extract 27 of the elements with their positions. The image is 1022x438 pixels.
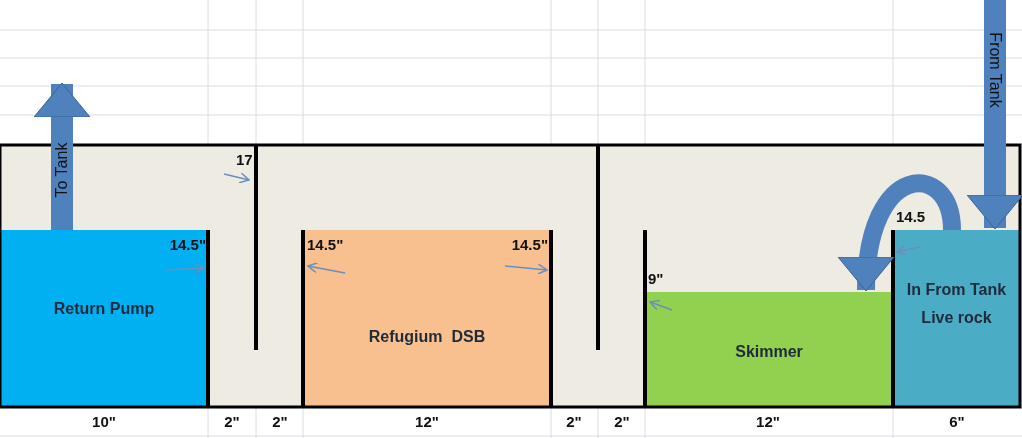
flow-arrow	[33, 82, 91, 230]
width-label: 2"	[224, 413, 240, 430]
width-label: 6"	[949, 413, 965, 430]
width-label: 10"	[92, 413, 116, 430]
flow-arrow	[966, 0, 1022, 230]
measurement-label: 14.5"	[511, 236, 548, 253]
measurement-label: 14.5"	[307, 236, 344, 253]
chamber-label: Skimmer	[735, 341, 803, 362]
chamber-label: Refugium DSB	[368, 326, 486, 347]
measurement-label: 9"	[648, 270, 664, 287]
return-pump-chamber	[0, 230, 208, 407]
live-rock-chamber	[893, 230, 1020, 407]
flow-arrow	[839, 174, 961, 292]
width-label: 2"	[566, 413, 582, 430]
measurement-label: 17	[236, 151, 253, 168]
edge-label: To Tank	[53, 142, 71, 198]
width-label: 2"	[272, 413, 288, 430]
edge-label: From Tank	[986, 32, 1004, 108]
skimmer-chamber	[645, 292, 893, 407]
chamber-label: Return Pump	[53, 298, 155, 319]
width-label: 12"	[415, 413, 439, 430]
refugium-chamber	[303, 230, 551, 407]
chamber-label: In From Tank Live rock	[905, 279, 1008, 328]
measurement-label: 14.5	[896, 208, 926, 225]
width-label: 2"	[614, 413, 630, 430]
width-label: 12"	[756, 413, 780, 430]
measurement-label: 14.5"	[169, 236, 206, 253]
